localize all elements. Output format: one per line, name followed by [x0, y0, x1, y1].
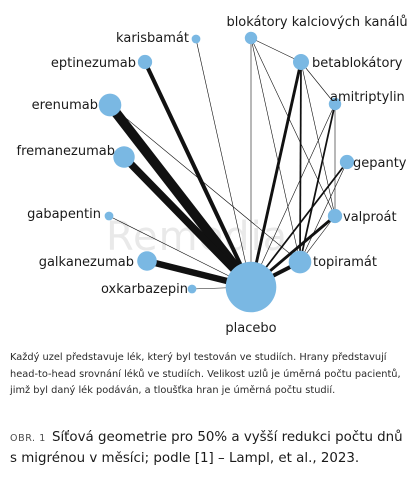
node-label-galkanezumab: galkanezumab: [39, 255, 134, 270]
edge-blokatory-valproat: [250, 37, 336, 217]
label-layer: placebo karisbamát blokátory kalciových ka…: [17, 15, 408, 336]
edge-placebo-amitriptylin: [250, 103, 336, 288]
node-betablokatory: [293, 54, 309, 70]
edge-betablokatory-topiramat: [299, 61, 302, 263]
edge-gepanty-topiramat: [299, 161, 348, 263]
node-gepanty: [339, 154, 355, 170]
node-galkanezumab: [137, 251, 157, 271]
node-label-fremanezumab: fremanezumab: [17, 144, 115, 159]
node-label-oxkarbazepin: oxkarbazepin: [101, 282, 188, 297]
node-label-amitriptylin: amitriptylin: [330, 90, 405, 105]
node-label-blokatory: blokátory kalciových kanálů: [226, 15, 407, 30]
node-label-topiramat: topiramát: [313, 255, 377, 270]
node-topiramat: [288, 250, 312, 274]
node-karisbamat: [191, 34, 201, 44]
edge-betablokatory-blokatory: [250, 37, 302, 63]
node-fremanezumab: [113, 146, 135, 168]
node-label-karisbamat: karisbamát: [116, 31, 189, 46]
node-amitriptylin: [328, 97, 342, 111]
edge-placebo-eptinezumab: [143, 61, 253, 288]
node-valproat: [327, 208, 343, 224]
figure-description: Každý uzel představuje lék, který byl te…: [10, 352, 401, 396]
node-label-gabapentin: gabapentin: [27, 207, 101, 222]
node-blokatory: [244, 31, 258, 45]
node-label-placebo: placebo: [225, 321, 276, 336]
edge-placebo-fremanezumab: [121, 154, 254, 290]
figure-caption-tag: OBR. 1: [10, 433, 46, 444]
node-layer: [98, 31, 355, 313]
node-label-betablokatory: betablokátory: [312, 56, 403, 71]
node-label-valproat: valproát: [343, 210, 397, 225]
edge-betablokatory-valproat: [300, 61, 336, 217]
edge-placebo-erenumab: [106, 101, 255, 291]
edge-placebo-betablokatory: [249, 61, 303, 288]
node-gabapentin: [104, 211, 114, 221]
edge-placebo-karisbamat: [195, 38, 252, 288]
edge-amitriptylin-topiramat: [299, 103, 336, 263]
edge-erenumab-topiramat: [109, 104, 301, 263]
node-placebo: [225, 261, 277, 313]
node-label-erenumab: erenumab: [32, 98, 98, 113]
edge-betablokatory-amitriptylin: [300, 61, 336, 105]
node-oxkarbazepin: [187, 284, 197, 294]
node-erenumab: [98, 93, 122, 117]
figure-caption-text: Síťová geometrie pro 50% a vyšší redukci…: [10, 430, 403, 466]
node-label-eptinezumab: eptinezumab: [51, 56, 136, 71]
edge-blokatory-topiramat: [250, 37, 301, 263]
edge-placebo-gepanty: [250, 161, 348, 288]
node-eptinezumab: [137, 54, 153, 70]
node-label-gepanty: gepanty: [353, 156, 407, 171]
edge-placebo-gabapentin: [108, 215, 252, 288]
